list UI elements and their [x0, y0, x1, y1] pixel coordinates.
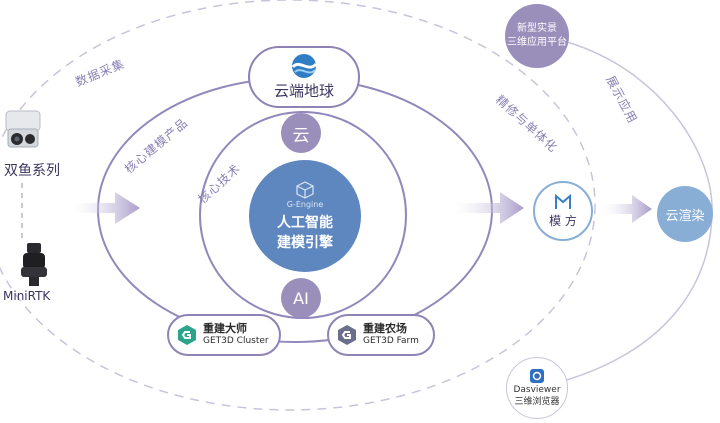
- arrow-right: [603, 195, 652, 223]
- ai-circle: AI: [281, 278, 321, 318]
- get3d-farm-logo-icon: [338, 325, 356, 345]
- device-bottom-label: MiniRTK: [3, 289, 51, 303]
- arrow-left: [72, 192, 140, 224]
- dasviewer-logo-icon: [530, 369, 544, 383]
- dasviewer-line1: Dasviewer: [513, 385, 561, 395]
- get3d-farm-pill: 重建农场 GET3D Farm: [327, 314, 435, 356]
- arrow-middle: [455, 192, 524, 224]
- mofang-logo-icon: [555, 193, 571, 209]
- mofang-circle: 模 方: [533, 181, 593, 241]
- get3d-cluster-pill: 重建大师 GET3D Cluster: [167, 314, 281, 356]
- shuangyu-camera-device: [2, 105, 46, 163]
- cloud-render-circle: 云渲染: [657, 186, 713, 242]
- new-3d-platform-circle: 新型实景 三维应用平台: [505, 4, 569, 68]
- cluster-title: 重建大师: [203, 322, 247, 335]
- minirtk-device: [17, 243, 51, 287]
- platform-line1: 新型实景: [517, 23, 557, 34]
- engine-line1: 人工智能: [277, 214, 333, 231]
- dasviewer-line2: 三维浏览器: [514, 397, 560, 407]
- display-arc: [559, 41, 713, 383]
- engine-brand: G-Engine: [286, 199, 324, 209]
- rtk-device-icon: [21, 243, 47, 286]
- platform-line2: 三维应用平台: [507, 37, 567, 48]
- cluster-subtitle: GET3D Cluster: [203, 336, 269, 346]
- data-orbit-dashed: [0, 0, 596, 411]
- cloud-circle: 云: [281, 113, 321, 153]
- farm-subtitle: GET3D Farm: [363, 336, 419, 346]
- earth-logo-icon: [291, 54, 318, 78]
- farm-title: 重建农场: [363, 322, 407, 335]
- engine-line2: 建模引擎: [277, 234, 333, 251]
- engine-grid-icon: [296, 180, 314, 199]
- get3d-logo-icon: [178, 325, 196, 345]
- device-top-label: 双鱼系列: [4, 163, 60, 179]
- mofang-label: 模 方: [549, 213, 577, 228]
- cloud-earth-pill: 云端地球: [248, 46, 360, 108]
- dasviewer-circle: Dasviewer 三维浏览器: [506, 357, 568, 419]
- cloud-render-label: 云渲染: [665, 208, 705, 224]
- camera-device-icon: [5, 110, 41, 148]
- ai-engine-core-circle: G-Engine 人工智能 建模引擎: [249, 160, 361, 272]
- inner-ring: [199, 111, 407, 319]
- ai-circle-label: AI: [293, 288, 309, 308]
- cloud-earth-label: 云端地球: [273, 82, 334, 100]
- cloud-circle-label: 云: [292, 125, 310, 146]
